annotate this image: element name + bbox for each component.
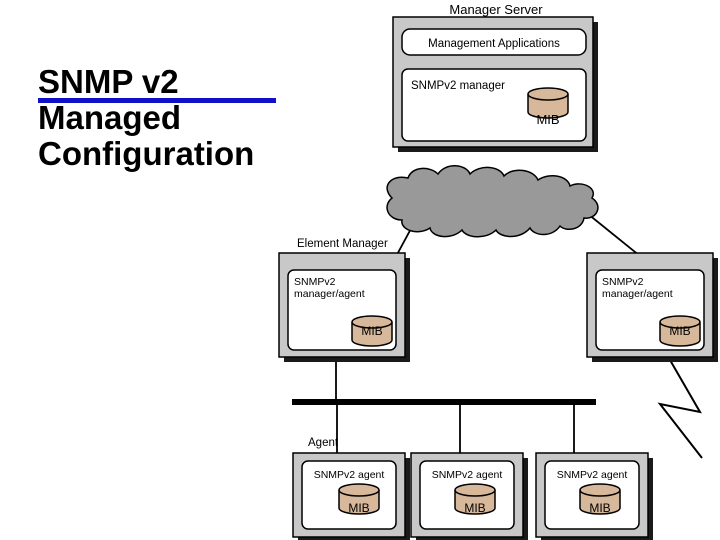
link-cloud-remote-manager xyxy=(587,213,641,257)
manager-server xyxy=(392,16,598,152)
network-cloud-icon xyxy=(386,165,599,238)
element-manager-role-line-2: manager/agent xyxy=(294,288,365,300)
element-manager xyxy=(278,252,410,362)
mib-label: MIB xyxy=(348,501,369,515)
wireless-link-icon xyxy=(657,359,703,459)
agent-2 xyxy=(410,452,528,540)
title-line-2: Managed xyxy=(38,99,182,136)
slide-title: SNMP v2 Managed Configuration xyxy=(38,64,358,172)
remote-manager-agent xyxy=(586,252,718,362)
snmpv2-manager-box xyxy=(401,68,587,142)
title-line-1: SNMP v2 xyxy=(38,63,179,100)
mib-label: MIB xyxy=(464,501,485,515)
agent-group-label: Agent xyxy=(308,437,339,449)
agent-label: SNMPv2 agent xyxy=(432,469,503,481)
manager-server-label: Manager Server xyxy=(449,2,543,17)
mib-label: MIB xyxy=(536,112,559,127)
snmpv2-manager-label: SNMPv2 manager xyxy=(411,80,505,92)
element-manager-role-line-1: SNMPv2 xyxy=(294,276,336,288)
element-manager-label: Element Manager xyxy=(297,238,388,250)
title-line-3: Configuration xyxy=(38,135,255,172)
agent-label: SNMPv2 agent xyxy=(314,469,385,481)
agent-label: SNMPv2 agent xyxy=(557,469,628,481)
remote-manager-role-line-2: manager/agent xyxy=(602,288,673,300)
mib-label: MIB xyxy=(589,501,610,515)
management-applications-label: Management Applications xyxy=(428,38,560,50)
agent-3 xyxy=(535,452,653,540)
mib-label: MIB xyxy=(669,324,690,338)
mib-label: MIB xyxy=(361,324,382,338)
management-applications-box xyxy=(401,28,587,56)
network-bus xyxy=(292,399,596,405)
remote-manager-role-line-1: SNMPv2 xyxy=(602,276,644,288)
title-underline xyxy=(38,98,276,103)
agent-1 xyxy=(292,452,410,540)
